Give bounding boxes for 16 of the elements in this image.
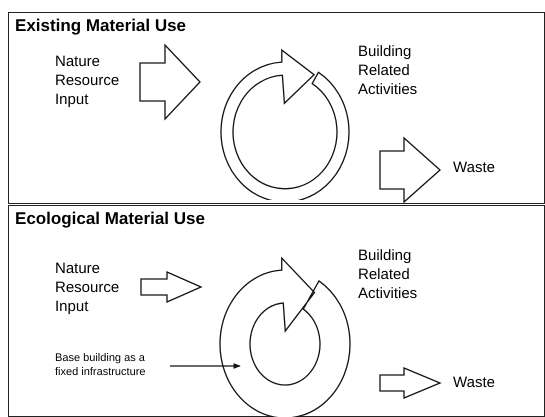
text-label: Waste	[453, 373, 513, 392]
diagram-panel	[8, 12, 545, 204]
panel-title: Ecological Material Use	[15, 209, 205, 229]
text-label: Nature Resource Input	[55, 52, 137, 109]
block-arrow	[379, 367, 442, 399]
block-arrow	[140, 271, 203, 303]
block-arrow	[139, 43, 201, 121]
text-label: Nature Resource Input	[55, 259, 137, 316]
text-label: Waste	[453, 158, 513, 177]
leader-line	[170, 363, 241, 369]
text-label: Building Related Activities	[358, 42, 448, 99]
text-label: Base building as a fixed infrastructure	[55, 351, 167, 379]
panel-title: Existing Material Use	[15, 16, 186, 36]
text-label: Building Related Activities	[358, 246, 448, 303]
block-arrow	[379, 136, 441, 204]
diagram-panel	[8, 205, 545, 417]
